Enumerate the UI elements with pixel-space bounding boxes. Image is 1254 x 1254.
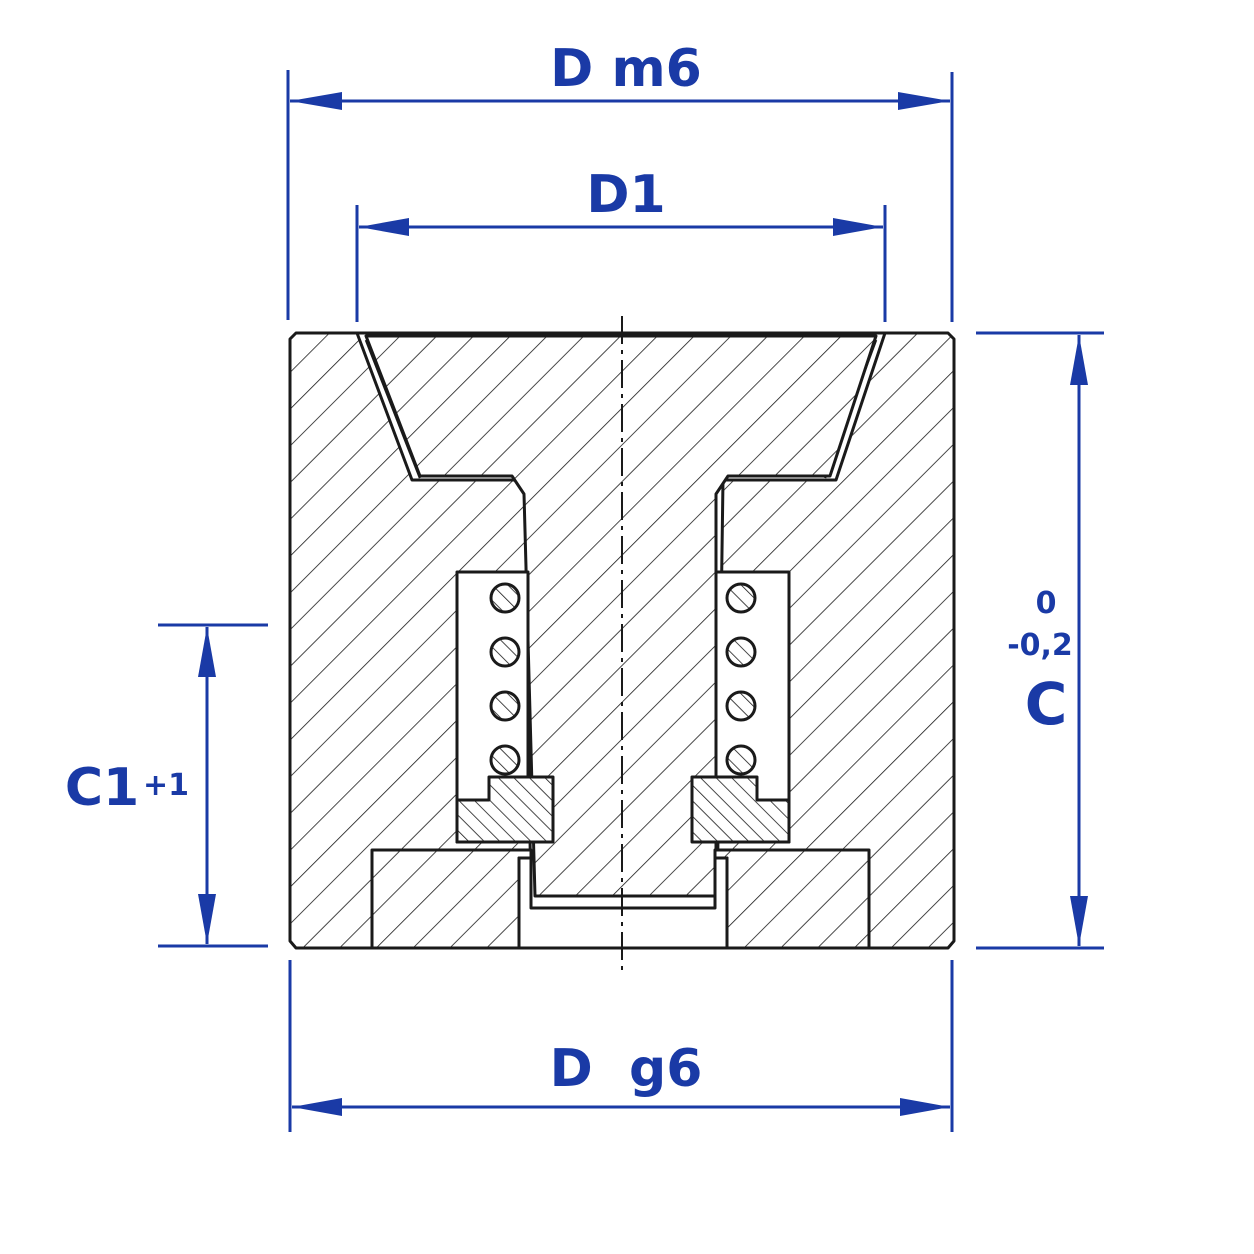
bottom-ring-right xyxy=(713,848,871,950)
dimension-bottom-outer: D g6 xyxy=(288,960,954,1132)
dimension-left-height: C1 +1 xyxy=(65,623,268,948)
dimension-label-top-outer: D m6 xyxy=(550,39,702,99)
dimension-label-top-inner: D1 xyxy=(586,165,665,225)
right-spring-seat xyxy=(690,775,791,844)
dimension-label-bottom-outer: D g6 xyxy=(550,1039,703,1099)
tolerance-upper-c: 0 xyxy=(1036,586,1057,621)
left-spring xyxy=(489,582,521,776)
tolerance-lower-c: -0,2 xyxy=(1007,628,1073,663)
dimension-top-inner: D1 xyxy=(355,165,887,322)
dimension-label-right-height: C xyxy=(1025,670,1068,738)
dimension-top-outer: D m6 xyxy=(286,39,954,322)
left-spring-seat xyxy=(455,775,555,844)
dimension-label-left-height: C1 xyxy=(65,758,139,818)
dimension-right-height: 0 -0,2 C xyxy=(976,331,1104,950)
bottom-ring-left xyxy=(370,848,533,950)
right-spring xyxy=(725,582,757,776)
tolerance-c1: +1 xyxy=(143,768,189,803)
bottom-gap xyxy=(517,856,729,950)
